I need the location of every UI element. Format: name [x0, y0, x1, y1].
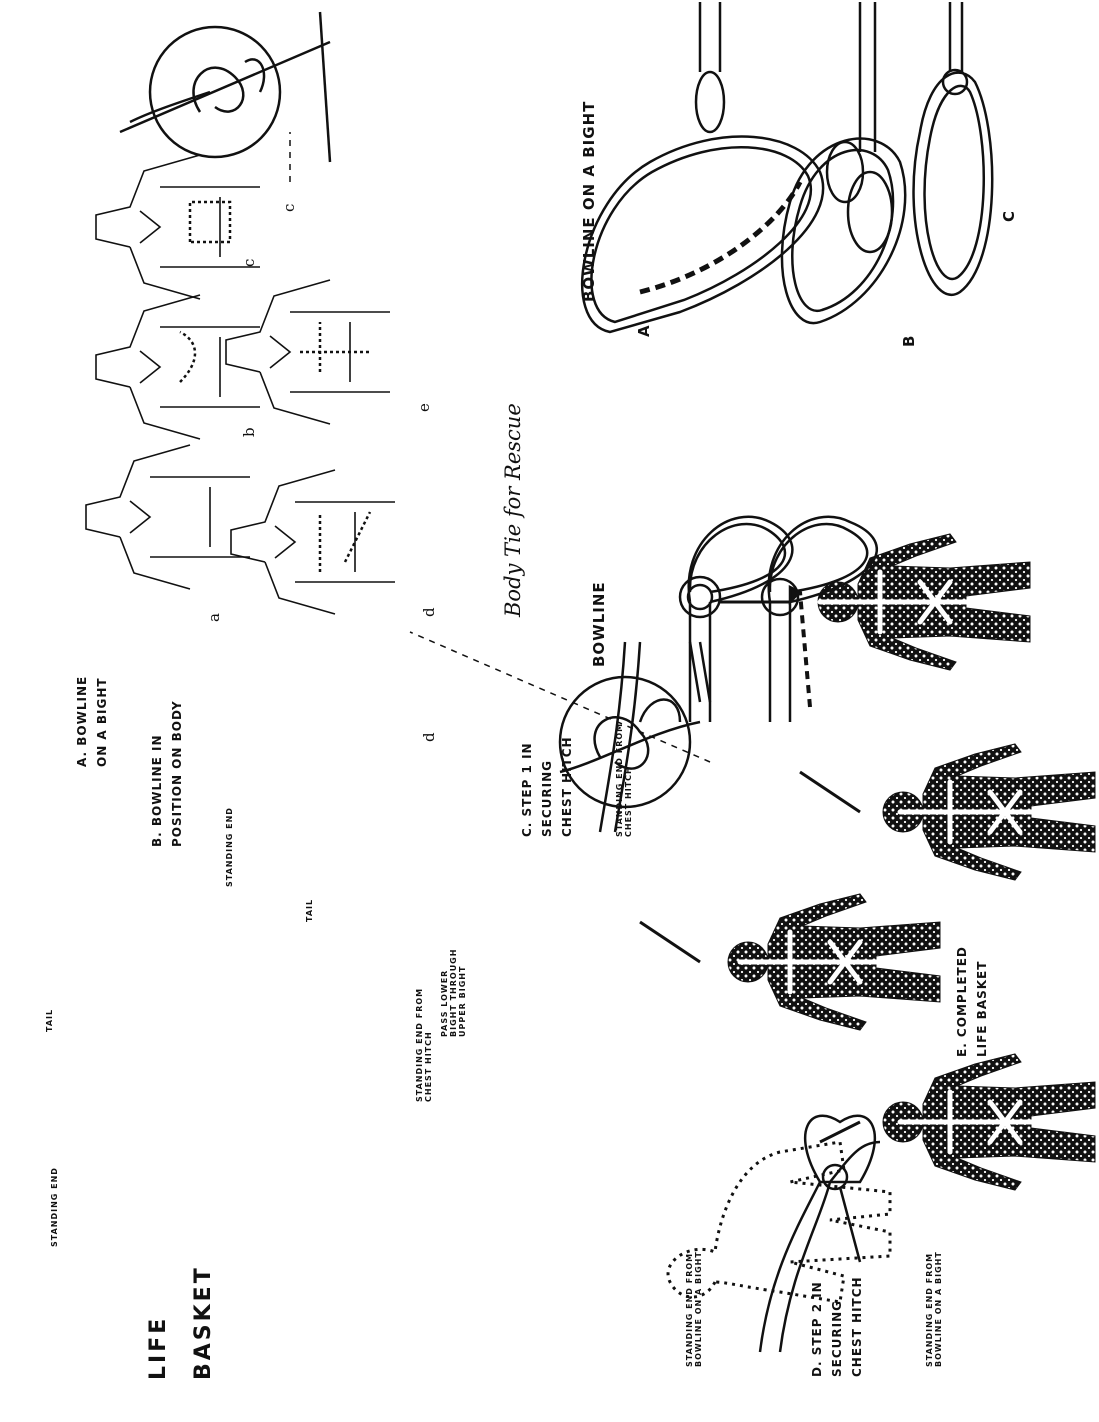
panel-d-note-standing-end-chest: STANDING END FROM CHEST HITCH: [615, 723, 633, 837]
step-label-c: c: [240, 258, 258, 267]
panel-d-caption-line-1: D. STEP 2 IN: [810, 1281, 825, 1377]
bight-step-c: C: [1000, 210, 1018, 222]
panel-a-caption-line-2: ON A BIGHT: [95, 677, 110, 767]
bowline-title: BOWLINE: [590, 581, 608, 667]
panel-b-note-tail: TAIL: [305, 899, 314, 922]
panel-b-caption-line-2: POSITION ON BODY: [170, 700, 185, 847]
panel-c-caption-line-3: CHEST HITCH: [560, 736, 575, 837]
panel-c-note-pass-lower-bight: PASS LOWER BIGHT THROUGH UPPER BIGHT: [440, 949, 467, 1037]
detail-c: [120, 12, 330, 182]
life-basket-title-line-2: BASKET: [190, 1265, 217, 1380]
panel-a-note-tail: TAIL: [45, 1009, 54, 1032]
life-basket-title-line-1: LIFE: [145, 1316, 172, 1380]
step-label-a: a: [205, 612, 223, 622]
bight-step-a: A: [635, 324, 653, 337]
step-label-b: b: [240, 426, 258, 437]
panel-c-note-standing-end-chest: STANDING END FROM CHEST HITCH: [415, 988, 433, 1102]
panel-d-caption-line-2: SECURING: [830, 1300, 845, 1377]
bowline-on-a-bight-title: BOWLINE ON A BIGHT: [580, 101, 598, 302]
panel-e-caption-line-2: LIFE BASKET: [975, 961, 990, 1057]
panel-a-note-standing-end: STANDING END: [50, 1167, 59, 1247]
panel-a-caption-line-1: A. BOWLINE: [75, 676, 90, 767]
detail-label-c: c: [280, 203, 298, 212]
panel-c-caption-line-2: SECURING: [540, 760, 555, 837]
panel-b-note-standing-end: STANDING END: [225, 807, 234, 887]
detail-label-d: d: [420, 731, 438, 742]
panel-e-caption-line-1: E. COMPLETED: [955, 946, 970, 1057]
panel-d-note-standing-end-bowline: STANDING END FROM BOWLINE ON A BIGHT: [925, 1251, 943, 1367]
bight-step-b: B: [900, 335, 918, 347]
step-label-e: e: [415, 402, 433, 412]
bowline-on-a-bight-knots: [582, 2, 992, 332]
figure-caption: Body Tie for Rescue: [500, 403, 526, 617]
panel-c-caption-line-1: C. STEP 1 IN: [520, 742, 535, 837]
step-label-d: d: [420, 606, 438, 617]
panel-c-note-standing-end-bowline: STANDING END FROM BOWLINE ON A BIGHT: [685, 1251, 703, 1367]
panel-b-caption-line-1: B. BOWLINE IN: [150, 734, 165, 847]
panel-d-caption-line-3: CHEST HITCH: [850, 1276, 865, 1377]
